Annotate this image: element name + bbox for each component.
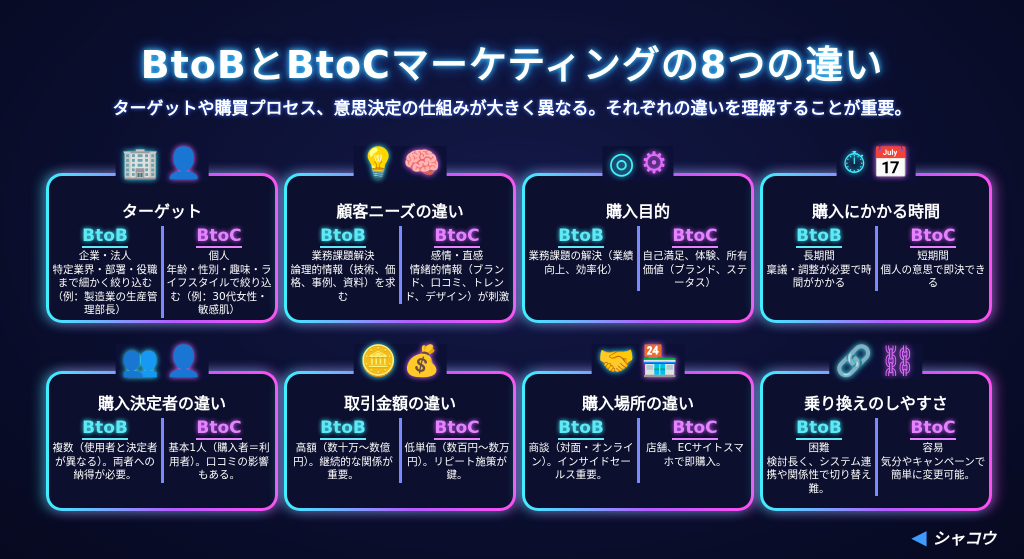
btob-column: BtoB 業務課題解決 論理的情報（技術、価格、事例、資料）を求む — [287, 226, 401, 304]
btob-text: 業務課題の解決（業績向上、効率化） — [528, 250, 634, 276]
card-icons: 🔗 ⛓ — [829, 344, 923, 379]
btob-label: BtoB — [796, 226, 842, 248]
card-icons: 🏢 👤 — [115, 146, 209, 181]
btob-label: BtoB — [320, 226, 366, 248]
card-title: 顧客ニーズの違い — [336, 202, 464, 221]
card-icons: 🪙 💰 — [353, 344, 447, 379]
btoc-text: 感情・直感 情緒的情報（ブランド、口コミ、トレンド、デザイン）が刺激 — [404, 250, 510, 303]
btob-column: BtoB 困難 検討長く、システム連携や関係性で切り替え難。 — [763, 418, 877, 496]
btob-text: 高額（数十万〜数億円）。継続的な関係が重要。 — [293, 442, 393, 481]
comparison-card: 💡 🧠 顧客ニーズの違い BtoB 業務課題解決 論理的情報（技術、価格、事例、… — [284, 146, 516, 323]
card-icon-secondary: 🧠 — [403, 146, 441, 181]
card-icon-primary: 💡 — [359, 146, 397, 181]
btoc-column: BtoC 感情・直感 情緒的情報（ブランド、口コミ、トレンド、デザイン）が刺激 — [401, 226, 513, 304]
logo-text: シャコウ — [932, 529, 996, 548]
btoc-text: 店舗、ECサイトスマホで即購入。 — [646, 442, 744, 468]
btoc-text: 容易 気分やキャンペーンで簡単に変更可能。 — [880, 442, 986, 481]
card-icon-secondary: ⚙ — [640, 146, 668, 181]
card-icon-secondary: ⛓ — [878, 344, 917, 379]
btob-text: 困難 検討長く、システム連携や関係性で切り替え難。 — [766, 442, 872, 495]
card-title: 取引金額の違い — [343, 394, 456, 413]
card-icon-primary: 🤝 — [597, 344, 635, 379]
comparison-card: 🏢 👤 ターゲット BtoB 企業・法人 特定業界・部署・役職まで細かく絞り込む… — [46, 146, 278, 323]
btoc-column: BtoC 店舗、ECサイトスマホで即購入。 — [639, 418, 751, 483]
btoc-label: BtoC — [196, 226, 242, 248]
btoc-label: BtoC — [910, 418, 956, 440]
card-title: 購入決定者の違い — [97, 394, 226, 413]
btoc-label: BtoC — [672, 226, 718, 248]
card-icon-secondary: 💰 — [403, 344, 441, 379]
card-icon-secondary: 👤 — [165, 344, 203, 379]
comparison-card: 👥 👤 購入決定者の違い BtoB 複数（使用者と決定者が異なる）。両者への納得… — [46, 344, 278, 511]
card-title: 購入目的 — [605, 202, 670, 221]
btoc-column: BtoC 容易 気分やキャンペーンで簡単に変更可能。 — [877, 418, 989, 496]
btoc-label: BtoC — [434, 418, 480, 440]
card-icon-primary: 🔗 — [835, 344, 873, 379]
btoc-label: BtoC — [910, 226, 956, 248]
comparison-card: 🔗 ⛓ 乗り換えのしやすさ BtoB 困難 検討長く、システム連携や関係性で切り… — [760, 344, 992, 511]
btob-column: BtoB 複数（使用者と決定者が異なる）。両者への納得が必要。 — [49, 418, 163, 483]
card-icon-secondary: 🏪 — [641, 344, 679, 379]
card-icons: ⏱ 📅 — [836, 146, 916, 181]
btob-text: 複数（使用者と決定者が異なる）。両者への納得が必要。 — [52, 442, 158, 481]
card-icons: 👥 👤 — [115, 344, 209, 379]
btob-column: BtoB 企業・法人 特定業界・部署・役職まで細かく絞り込む（例：製造業の生産管… — [49, 226, 163, 318]
btoc-column: BtoC 個人 年齢・性別・趣味・ライフスタイルで絞り込む（例：30代女性・敏感… — [163, 226, 275, 318]
btoc-text: 短期間 個人の意思で即決できる — [880, 250, 986, 289]
btoc-column: BtoC 低単価（数百円〜数万円）。リピート施策が鍵。 — [401, 418, 513, 483]
card-icon-primary: ⏱ — [842, 146, 867, 181]
card-icons: ◎ ⚙ — [602, 146, 674, 181]
btoc-text: 個人 年齢・性別・趣味・ライフスタイルで絞り込む（例：30代女性・敏感肌） — [166, 250, 272, 316]
card-icons: 💡 🧠 — [353, 146, 447, 181]
btob-column: BtoB 業務課題の解決（業績向上、効率化） — [525, 226, 639, 291]
btoc-label: BtoC — [434, 226, 480, 248]
btob-text: 商談（対面・オンライン）。インサイドセールス重要。 — [528, 442, 634, 481]
btoc-text: 自己満足、体験、所有価値（ブランド、ステータス） — [642, 250, 748, 289]
btoc-column: BtoC 基本1人（購入者＝利用者）。口コミの影響もある。 — [163, 418, 275, 483]
logo-icon: ◀ — [911, 525, 927, 549]
card-icons: 🤝 🏪 — [591, 344, 685, 379]
page-subtitle: ターゲットや購買プロセス、意思決定の仕組みが大きく異なる。それぞれの違いを理解す… — [112, 99, 912, 119]
btob-text: 企業・法人 特定業界・部署・役職まで細かく絞り込む（例：製造業の生産管理部長） — [52, 250, 158, 316]
comparison-card: 🪙 💰 取引金額の違い BtoB 高額（数十万〜数億円）。継続的な関係が重要。 … — [284, 344, 516, 511]
card-icon-primary: 👥 — [121, 344, 159, 379]
btob-label: BtoB — [558, 226, 604, 248]
btoc-text: 基本1人（購入者＝利用者）。口コミの影響もある。 — [168, 442, 270, 481]
btob-text: 長期間 稟議・調整が必要で時間がかかる — [766, 250, 872, 289]
card-title: 購入にかかる時間 — [811, 202, 940, 221]
btob-label: BtoB — [796, 418, 842, 440]
card-icon-primary: 🏢 — [121, 146, 159, 181]
btoc-column: BtoC 自己満足、体験、所有価値（ブランド、ステータス） — [639, 226, 751, 291]
btoc-text: 低単価（数百円〜数万円）。リピート施策が鍵。 — [404, 442, 510, 481]
btoc-label: BtoC — [196, 418, 242, 440]
btob-column: BtoB 長期間 稟議・調整が必要で時間がかかる — [763, 226, 877, 291]
card-title: 乗り換えのしやすさ — [804, 394, 948, 413]
btob-text: 業務課題解決 論理的情報（技術、価格、事例、資料）を求む — [290, 250, 396, 303]
comparison-card: 🤝 🏪 購入場所の違い BtoB 商談（対面・オンライン）。インサイドセールス重… — [522, 344, 754, 511]
btob-label: BtoB — [82, 418, 128, 440]
btob-label: BtoB — [82, 226, 128, 248]
card-title: 購入場所の違い — [581, 394, 694, 413]
btoc-column: BtoC 短期間 個人の意思で即決できる — [877, 226, 989, 291]
btoc-label: BtoC — [672, 418, 718, 440]
btob-label: BtoB — [558, 418, 604, 440]
comparison-card: ◎ ⚙ 購入目的 BtoB 業務課題の解決（業績向上、効率化） BtoC 自己満… — [522, 146, 754, 323]
btob-column: BtoB 高額（数十万〜数億円）。継続的な関係が重要。 — [287, 418, 401, 483]
card-title: ターゲット — [121, 202, 202, 221]
btob-label: BtoB — [320, 418, 366, 440]
page-title: BtoBとBtoCマーケティングの8つの違い — [140, 43, 884, 87]
card-icon-primary: 🪙 — [359, 344, 397, 379]
btob-column: BtoB 商談（対面・オンライン）。インサイドセールス重要。 — [525, 418, 639, 483]
card-icon-secondary: 📅 — [872, 146, 910, 181]
comparison-card: ⏱ 📅 購入にかかる時間 BtoB 長期間 稟議・調整が必要で時間がかかる Bt… — [760, 146, 992, 323]
card-icon-secondary: 👤 — [165, 146, 203, 181]
brand-logo: ◀ シャコウ — [911, 525, 996, 549]
card-icon-primary: ◎ — [608, 146, 635, 181]
